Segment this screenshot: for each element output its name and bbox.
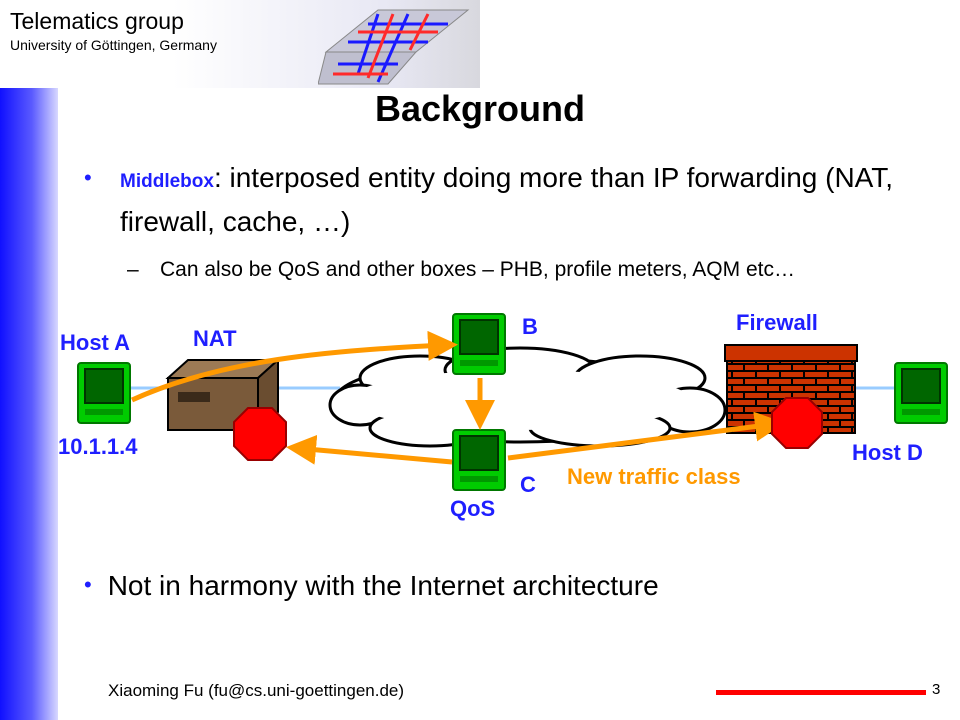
bullet-middlebox-text: : interposed entity doing more than IP f…	[120, 162, 894, 237]
label-ip: 10.1.1.4	[58, 434, 138, 459]
page-number: 3	[932, 681, 941, 698]
sub-bullet: – Can also be QoS and other boxes – PHB,…	[127, 254, 960, 285]
host-a-terminal-icon	[77, 362, 131, 424]
university-name: University of Göttingen, Germany	[10, 37, 217, 53]
arrow-host-a-to-b	[130, 330, 458, 403]
host-c-terminal-icon	[452, 429, 506, 491]
telematics-logo	[318, 9, 470, 85]
slide-title: Background	[374, 88, 586, 129]
label-firewall: Firewall	[736, 310, 818, 335]
organization-header: Telematics group University of Göttingen…	[10, 8, 217, 54]
stop-sign-nat-icon	[233, 407, 287, 461]
keyword-middlebox: Middlebox	[120, 171, 214, 192]
label-qos: QoS	[450, 496, 496, 521]
sub-bullet-dash: –	[127, 258, 139, 281]
stop-sign-firewall-icon	[771, 397, 823, 449]
sidebar-gradient	[0, 0, 58, 720]
arrow-c-to-firewall	[507, 411, 785, 461]
label-new-traffic-class: New traffic class	[567, 464, 741, 489]
bullet-harmony: • Not in harmony with the Internet archit…	[84, 570, 659, 602]
bullet-dot-icon: •	[84, 165, 92, 190]
label-nat: NAT	[193, 326, 237, 351]
label-b: B	[522, 314, 538, 339]
footer-red-bar	[716, 690, 926, 695]
host-b-terminal-icon	[452, 313, 506, 375]
arrow-c-to-nat	[286, 434, 453, 465]
header-band-right	[480, 0, 960, 88]
group-name: Telematics group	[10, 8, 184, 34]
sub-bullet-text: Can also be QoS and other boxes – PHB, p…	[160, 258, 795, 281]
bullet-dot-icon: •	[84, 572, 92, 597]
label-c: C	[520, 472, 536, 497]
label-host-d: Host D	[852, 440, 923, 465]
label-host-a: Host A	[60, 330, 131, 355]
footer-author: Xiaoming Fu (fu@cs.uni-goettingen.de)	[108, 681, 405, 700]
bullet-middlebox: • Middlebox: interposed entity doing mor…	[84, 158, 944, 242]
bullet-harmony-text: Not in harmony with the Internet archite…	[107, 570, 659, 601]
host-d-terminal-icon	[894, 362, 948, 424]
